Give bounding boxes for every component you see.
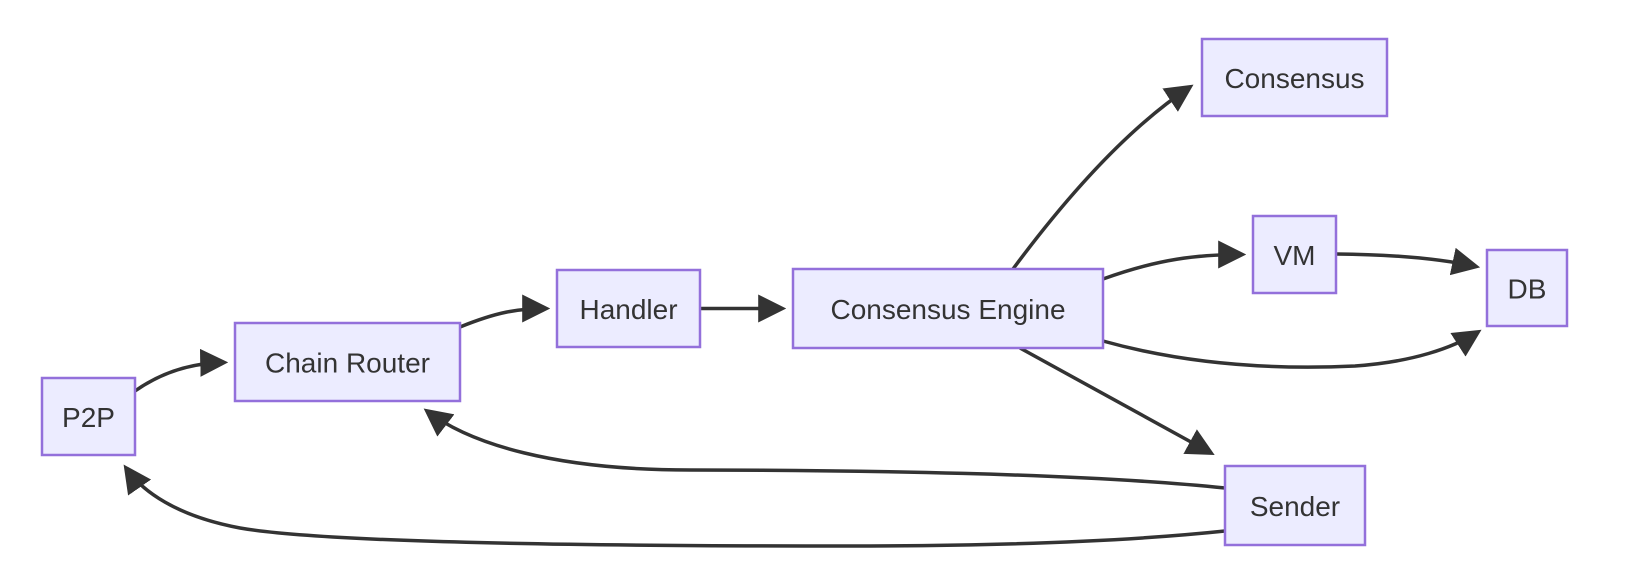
edge-consensus-engine-to-vm [1102, 240, 1247, 281]
node-chain-router-label: Chain Router [265, 348, 430, 379]
edges-layer [123, 84, 1482, 548]
edge-consensus-engine-to-consensus [1011, 84, 1194, 271]
edge-consensus-engine-to-db [1102, 329, 1482, 369]
nodes-layer: P2P Chain Router Handler Consensus Engin… [40, 37, 1569, 547]
node-chain-router: Chain Router [233, 321, 462, 403]
edge-chain-router-to-handler [459, 294, 551, 329]
node-handler-label: Handler [579, 294, 677, 325]
node-consensus-label: Consensus [1224, 63, 1364, 94]
node-db-label: DB [1508, 274, 1547, 305]
edge-sender-to-p2p [123, 464, 1226, 548]
node-consensus: Consensus [1200, 37, 1389, 118]
node-consensus-engine-label: Consensus Engine [830, 294, 1065, 325]
edge-sender-to-chain-router [423, 408, 1226, 490]
node-vm-label: VM [1274, 240, 1316, 271]
node-db: DB [1485, 248, 1569, 328]
node-vm: VM [1251, 214, 1338, 295]
edge-consensus-engine-to-sender [1019, 346, 1215, 456]
edge-p2p-to-chain-router [133, 348, 229, 393]
edge-vm-to-db [1335, 247, 1481, 276]
node-handler: Handler [555, 268, 702, 349]
node-p2p: P2P [40, 376, 137, 457]
node-consensus-engine: Consensus Engine [791, 267, 1105, 350]
node-p2p-label: P2P [62, 402, 115, 433]
node-sender: Sender [1223, 464, 1367, 547]
node-sender-label: Sender [1250, 491, 1340, 522]
